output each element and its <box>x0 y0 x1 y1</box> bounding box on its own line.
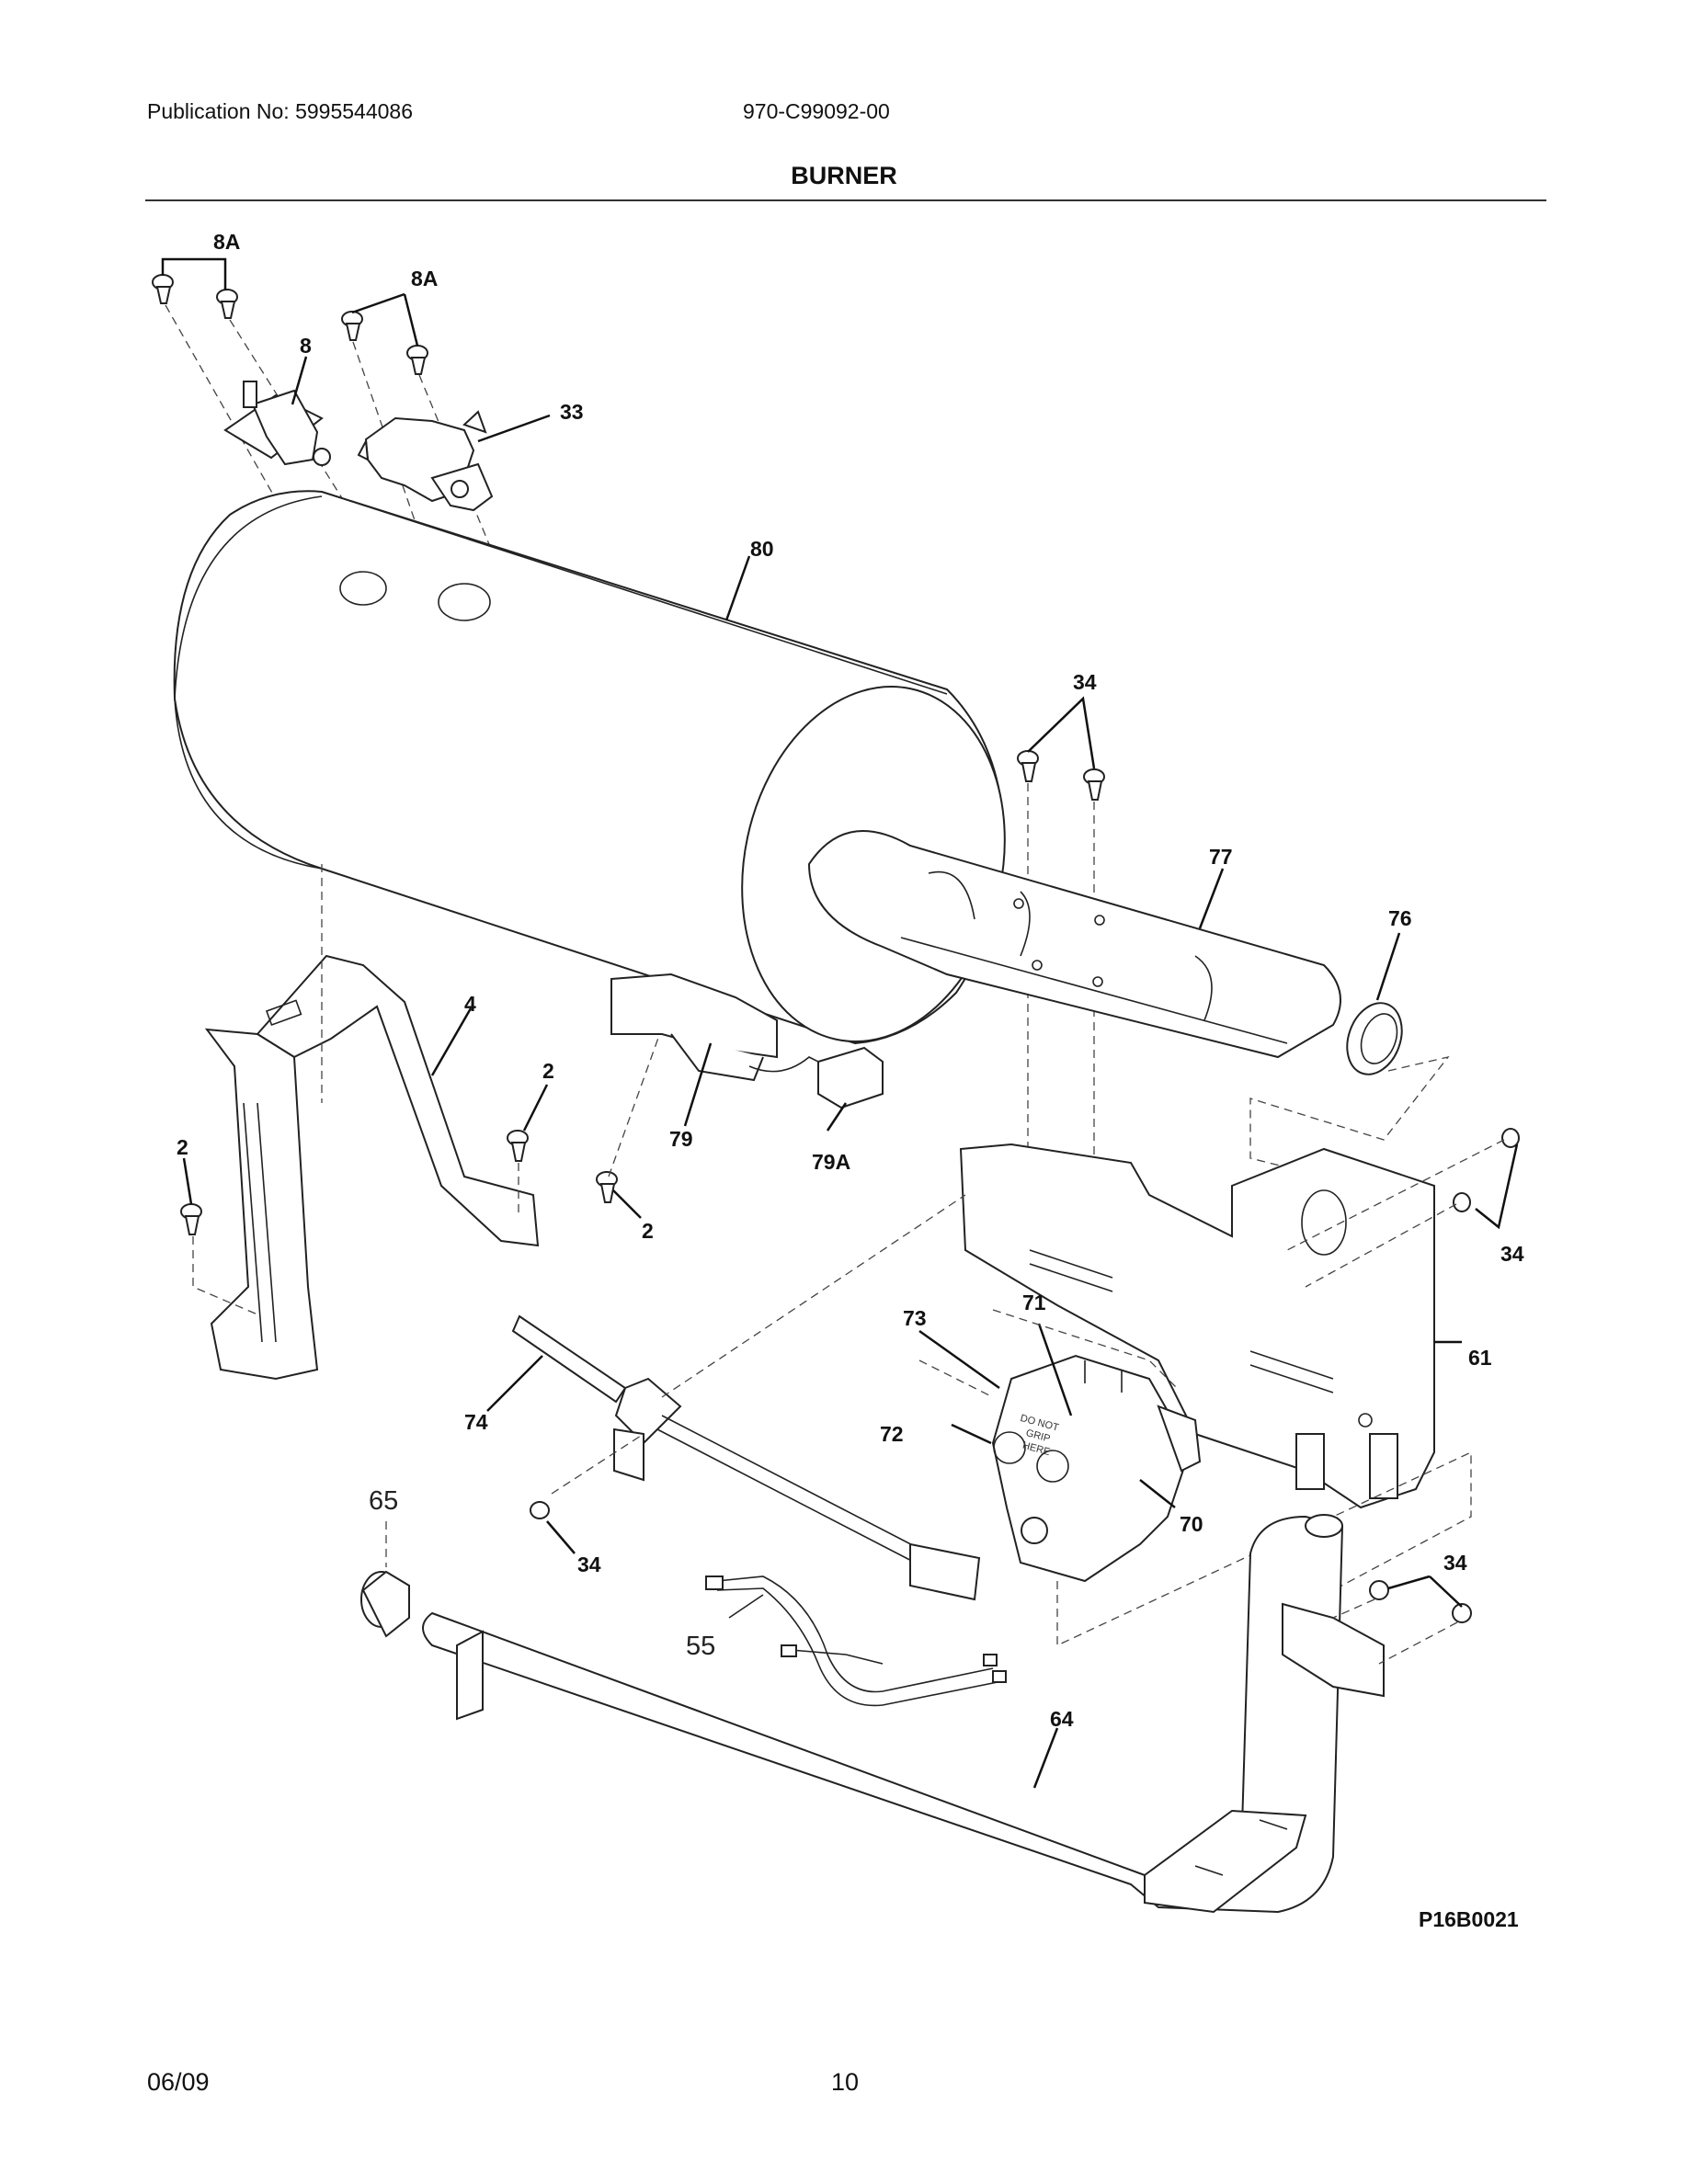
part-76-sleeve <box>1346 1002 1403 1075</box>
screw-34-bottom-right-pair <box>1369 1580 1472 1623</box>
callout-55: 55 <box>686 1632 715 1661</box>
screw-2-mid <box>507 1130 529 1162</box>
callout-79: 79 <box>669 1127 693 1151</box>
callout-72: 72 <box>880 1422 904 1446</box>
publication-number: Publication No: 5995544086 <box>147 99 414 123</box>
callout-65: 65 <box>369 1486 398 1516</box>
callout-4: 4 <box>464 992 476 1016</box>
callout-2-low: 2 <box>642 1219 654 1243</box>
part-79a-connector <box>817 1046 884 1109</box>
callout-2-mid: 2 <box>542 1059 554 1083</box>
callout-80: 80 <box>750 537 774 561</box>
callout-73: 73 <box>903 1306 927 1330</box>
model-number: 970-C99092-00 <box>743 99 890 123</box>
part-79-flame-sensor <box>610 973 828 1082</box>
callout-74: 74 <box>464 1410 488 1434</box>
callout-79a: 79A <box>812 1150 850 1174</box>
callout-2-left: 2 <box>177 1135 188 1159</box>
callout-76: 76 <box>1388 906 1412 930</box>
callout-71: 71 <box>1022 1291 1046 1314</box>
callout-77: 77 <box>1209 845 1233 869</box>
title-divider <box>145 199 1546 201</box>
screw-8a-left-pair <box>152 274 428 375</box>
callout-61: 61 <box>1468 1346 1492 1370</box>
footer-date: 06/09 <box>147 2068 210 2096</box>
callout-8a-right: 8A <box>411 267 438 290</box>
part-77-burner-tube <box>807 830 1341 1059</box>
part-80-combustion-chamber <box>173 490 1006 1045</box>
part-70-gas-valve: DO NOT GRIP HERE <box>991 1354 1202 1583</box>
callout-34-right: 34 <box>1500 1242 1524 1266</box>
callout-70: 70 <box>1180 1512 1203 1536</box>
screw-34-right-pair <box>1453 1128 1520 1212</box>
callout-8: 8 <box>300 334 312 358</box>
part-55-wire-harness <box>705 1575 1007 1707</box>
part-4-support-bracket <box>204 954 540 1381</box>
callout-33: 33 <box>560 400 584 424</box>
part-8-thermostat <box>223 381 331 466</box>
screw-34-top-pair <box>1017 750 1105 801</box>
screw-34-lower <box>530 1501 550 1519</box>
drawing-id: P16B0021 <box>1419 1907 1519 1931</box>
part-65-plug <box>360 1570 410 1638</box>
callout-34-bottom-right: 34 <box>1443 1551 1467 1575</box>
screw-2-left <box>180 1203 202 1235</box>
page-title: BURNER <box>791 162 897 189</box>
callout-34-low: 34 <box>577 1553 601 1576</box>
part-33-thermostat <box>357 410 494 512</box>
callout-34-top: 34 <box>1073 670 1097 694</box>
part-64-gas-pipe <box>422 1514 1385 1914</box>
screw-2-low <box>596 1171 618 1203</box>
callout-64: 64 <box>1050 1707 1074 1731</box>
page-number: 10 <box>831 2068 860 2096</box>
part-74-igniter <box>511 1314 981 1601</box>
callout-8a-left: 8A <box>213 230 240 254</box>
